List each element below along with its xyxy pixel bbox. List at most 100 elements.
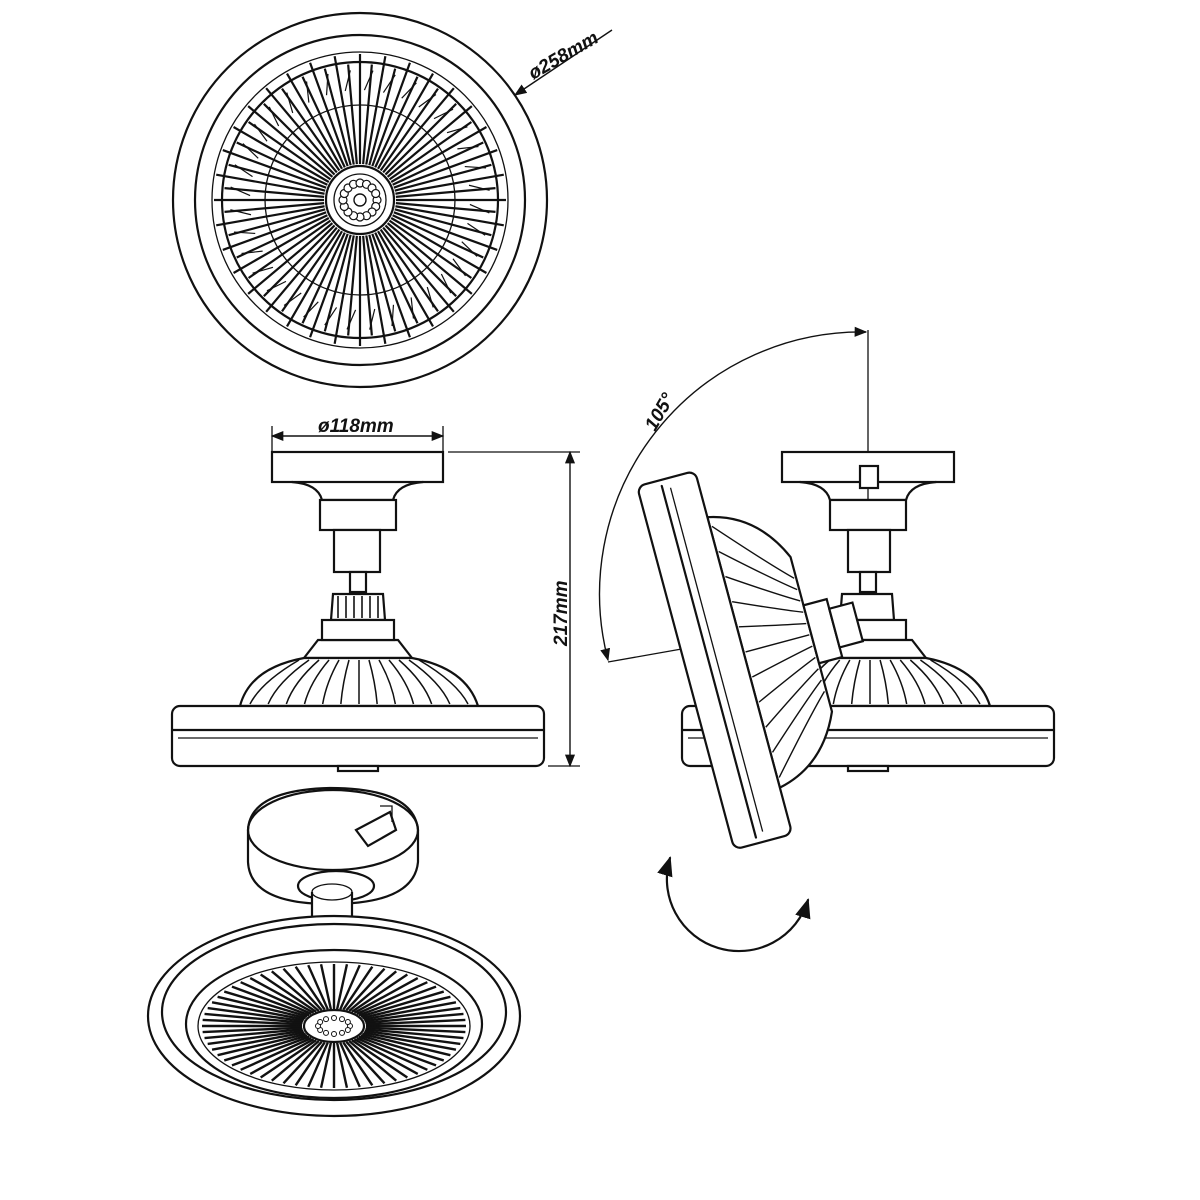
motor-coupling	[329, 592, 387, 622]
iso-grille-spoke	[365, 1026, 466, 1034]
grille-spoke	[247, 222, 334, 295]
grille-spoke	[301, 232, 346, 324]
iso-hub-hole	[317, 1019, 324, 1025]
iso-grille-spoke	[223, 990, 308, 1018]
iso-grille-spoke	[249, 1038, 315, 1075]
iso-grille-spoke	[240, 1036, 312, 1071]
tilted-rib	[771, 679, 822, 753]
grille-spoke	[224, 187, 325, 198]
isometric-view	[146, 786, 522, 1118]
grille-spoke	[382, 226, 455, 313]
grille-crossbar	[268, 106, 280, 127]
grille-spoke	[379, 87, 439, 172]
grille-spoke	[216, 173, 325, 195]
grille-spoke	[228, 163, 326, 192]
grille-spoke	[281, 228, 341, 313]
iso-grille-spoke	[365, 1012, 464, 1024]
dome-rib	[378, 659, 397, 705]
iso-grille-spoke	[217, 1032, 307, 1057]
iso-grille-spoke	[353, 977, 419, 1014]
rotation-arrow-icon	[657, 856, 811, 953]
dome-rib	[930, 659, 981, 705]
grille-crossbar	[234, 164, 253, 178]
iso-grille-spoke	[365, 1028, 464, 1040]
iso-grille-spoke	[259, 1039, 317, 1079]
downrod	[332, 528, 382, 574]
iso-grille-spoke	[202, 1018, 303, 1026]
grille-crossbar	[401, 82, 417, 99]
grille-spoke	[286, 230, 343, 327]
grille-spoke	[247, 121, 332, 181]
grille-crossbar	[346, 309, 357, 330]
grille-spoke	[286, 73, 343, 170]
grille-crossbar	[440, 273, 452, 294]
dome-rib	[267, 659, 310, 705]
grille-spoke	[362, 235, 373, 336]
iso-hub	[302, 1008, 366, 1044]
tilt-arc	[598, 326, 868, 662]
iso-grille-spoke	[207, 1029, 304, 1046]
grille-crossbar	[242, 143, 259, 159]
grille-spoke	[377, 230, 434, 327]
iso-grille-spoke	[360, 990, 445, 1018]
grille-spoke	[236, 141, 328, 186]
side-mount-block	[828, 498, 908, 532]
dome-rib	[899, 659, 926, 705]
iso-canopy	[246, 786, 420, 906]
iso-grille-spoke	[351, 1039, 409, 1079]
side-elevation-tilted: 105°	[598, 326, 1056, 953]
grille-spoke	[395, 202, 496, 213]
grille-spoke	[390, 126, 487, 183]
iso-grille-spoke	[231, 985, 310, 1017]
iso-hub-hole	[331, 1031, 337, 1037]
canopy-neck	[290, 480, 425, 502]
grille-spoke	[395, 205, 504, 227]
tilted-ribs	[711, 525, 826, 778]
iso-grille-spoke	[211, 1031, 305, 1051]
front-elevation: ø118mm 217mm	[170, 416, 580, 773]
dome-rib	[388, 659, 415, 705]
iso-grille-spoke	[271, 1040, 320, 1082]
grille-crossbar	[461, 241, 478, 257]
grille-spoke	[382, 87, 455, 174]
inner-ring	[193, 33, 527, 367]
dome-rib	[398, 659, 433, 705]
dome-rib	[889, 659, 908, 705]
iso-grille-spoke	[294, 965, 326, 1011]
grille-spoke	[216, 205, 325, 227]
iso-hub-hole	[323, 1029, 329, 1036]
iso-grille-spoke	[353, 1038, 419, 1075]
outer-ring	[171, 11, 549, 389]
grille-crossbar	[344, 70, 351, 92]
grille-mid-ring	[264, 104, 456, 296]
dome-rib	[368, 659, 378, 705]
iso-grille-spoke	[356, 1036, 428, 1071]
grille-crossbar	[233, 231, 256, 235]
grille-spoke	[390, 217, 487, 274]
light-ring-body	[170, 704, 546, 768]
side-downrod	[846, 528, 892, 574]
grille-spoke	[395, 173, 504, 195]
grille-spoke	[392, 141, 484, 186]
grille-crossbar	[446, 126, 468, 134]
iso-grille-spoke	[204, 1012, 303, 1024]
tilted-rib	[718, 550, 798, 591]
tilted-light-ring	[637, 471, 792, 849]
dome-rib	[919, 659, 963, 705]
tilted-rib	[711, 525, 795, 579]
grille-spoke	[365, 235, 387, 344]
iso-grille-spoke	[307, 964, 329, 1010]
grille-spoke	[333, 56, 355, 165]
dome-rib	[909, 659, 945, 705]
iso-grille-spoke	[339, 1042, 361, 1088]
grille-spoke	[323, 234, 352, 332]
tilted-rib	[758, 656, 816, 703]
dome-rib	[249, 659, 300, 705]
side-bottom-cap	[846, 764, 890, 773]
tilted-rib	[725, 575, 801, 602]
iso-grille	[202, 964, 466, 1088]
grille-crossbar	[241, 250, 263, 255]
grille-spoke	[236, 214, 328, 259]
iso-grille-spoke	[211, 1001, 305, 1021]
dimension-label-diameter-base: ø118mm	[318, 416, 394, 437]
